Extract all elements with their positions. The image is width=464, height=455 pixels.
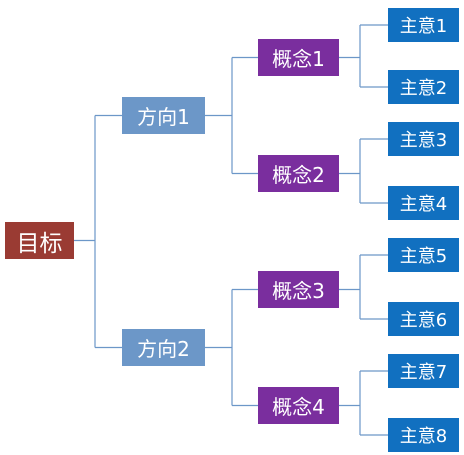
- idea-node-2: 主意2: [388, 70, 459, 104]
- idea-node-8: 主意8: [388, 418, 459, 452]
- concept-node-4: 概念4: [258, 387, 339, 424]
- idea-node-5: 主意5: [388, 238, 459, 272]
- idea-node-7: 主意7: [388, 354, 459, 388]
- idea-node-4: 主意4: [388, 186, 459, 220]
- concept-node-2: 概念2: [258, 155, 339, 192]
- concept-node-1: 概念1: [258, 39, 339, 76]
- concept-node-3: 概念3: [258, 271, 339, 308]
- direction-node-2: 方向2: [122, 329, 205, 366]
- idea-node-3: 主意3: [388, 122, 459, 156]
- direction-node-1: 方向1: [122, 97, 205, 134]
- root-node: 目标: [5, 222, 74, 259]
- idea-node-1: 主意1: [388, 8, 459, 42]
- idea-node-6: 主意6: [388, 302, 459, 336]
